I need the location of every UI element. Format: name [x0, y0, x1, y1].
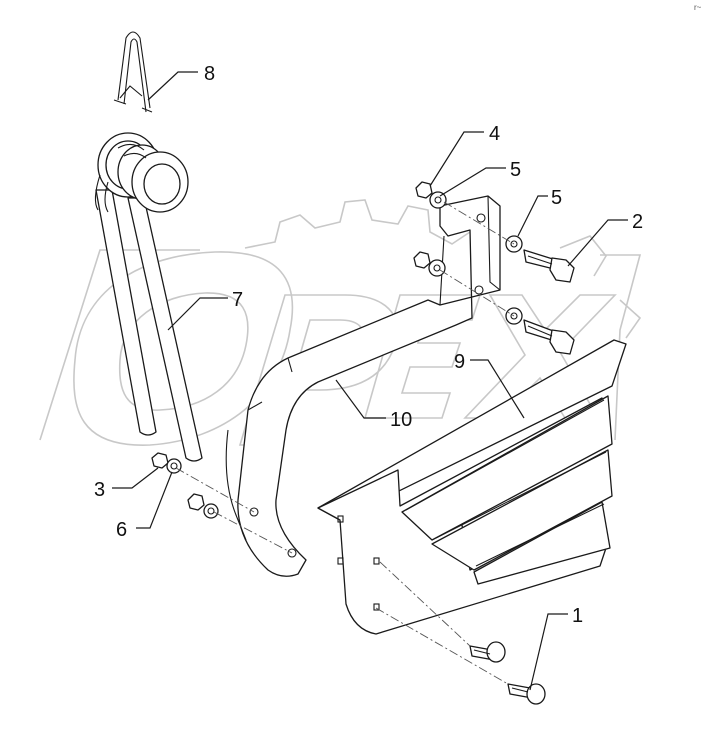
callout-6: 6	[116, 519, 127, 541]
watermark-letter-e	[363, 294, 482, 419]
nut-washer-3-6	[151, 452, 219, 519]
assembly-centerlines	[175, 201, 515, 685]
callout-4: 4	[489, 123, 500, 145]
callout-1: 1	[572, 605, 583, 627]
leader-lines	[112, 71, 628, 691]
callout-10: 10	[390, 409, 412, 431]
spring-clip-part-8	[113, 31, 153, 113]
nuts-washers-4-5	[413, 181, 447, 277]
tine-part-7	[94, 132, 203, 462]
callout-labels: 8 4 5 5 2 7 9 10 3 6 1	[94, 63, 643, 627]
corner-mark: r~	[694, 3, 702, 12]
scraper-plate-part-9	[317, 339, 627, 635]
callout-5-right: 5	[551, 187, 562, 209]
opex-watermark	[39, 199, 642, 446]
callout-9: 9	[454, 351, 465, 373]
callout-8: 8	[204, 63, 215, 85]
callout-7: 7	[232, 289, 243, 311]
callout-5-top: 5	[510, 159, 521, 181]
carriage-bolts-part-1	[469, 641, 546, 705]
callout-2: 2	[632, 211, 643, 233]
callout-3: 3	[94, 479, 105, 501]
